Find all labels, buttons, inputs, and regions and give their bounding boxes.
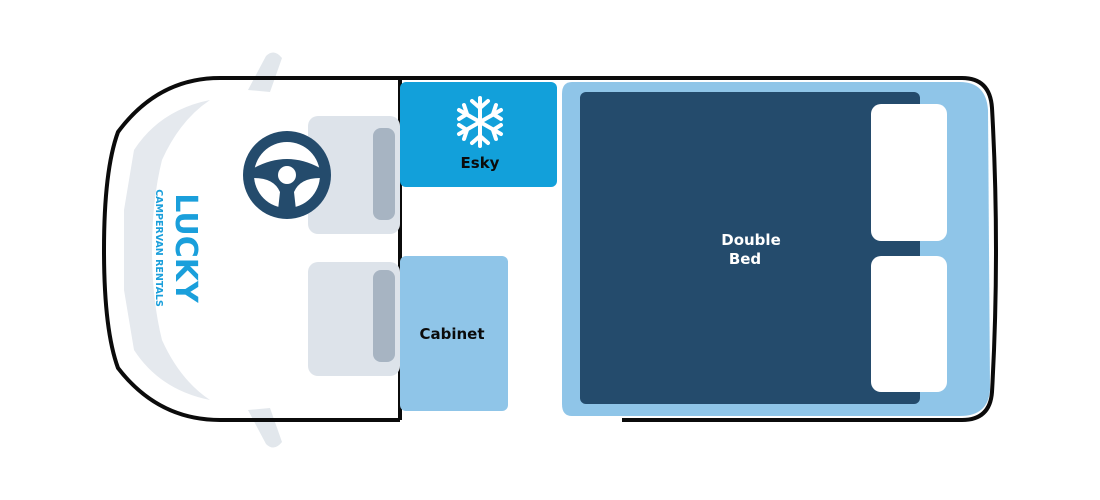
double-bed bbox=[580, 92, 920, 404]
logo-sub: CAMPERVAN RENTALS bbox=[153, 189, 164, 307]
pillow-bottom bbox=[871, 256, 947, 392]
logo: LUCKY CAMPERVAN RENTALS bbox=[153, 189, 203, 307]
cabinet-label: Cabinet bbox=[419, 325, 484, 343]
driver-seat-back bbox=[373, 128, 395, 220]
mirror-top bbox=[248, 52, 282, 92]
logo-main: LUCKY bbox=[168, 193, 203, 304]
bed-label-line1: Double bbox=[721, 231, 781, 249]
snowflake-icon bbox=[457, 96, 503, 148]
steering-wheel-icon bbox=[243, 131, 331, 219]
passenger-seat-back bbox=[373, 270, 395, 362]
van-outline bbox=[102, 76, 998, 422]
pillow-top bbox=[871, 104, 947, 241]
esky-label: Esky bbox=[461, 154, 500, 172]
cab-windshield bbox=[124, 100, 210, 400]
mirror-bottom bbox=[248, 408, 282, 448]
cabinet-box bbox=[400, 256, 508, 411]
bed-label-line2: Bed bbox=[729, 250, 761, 268]
